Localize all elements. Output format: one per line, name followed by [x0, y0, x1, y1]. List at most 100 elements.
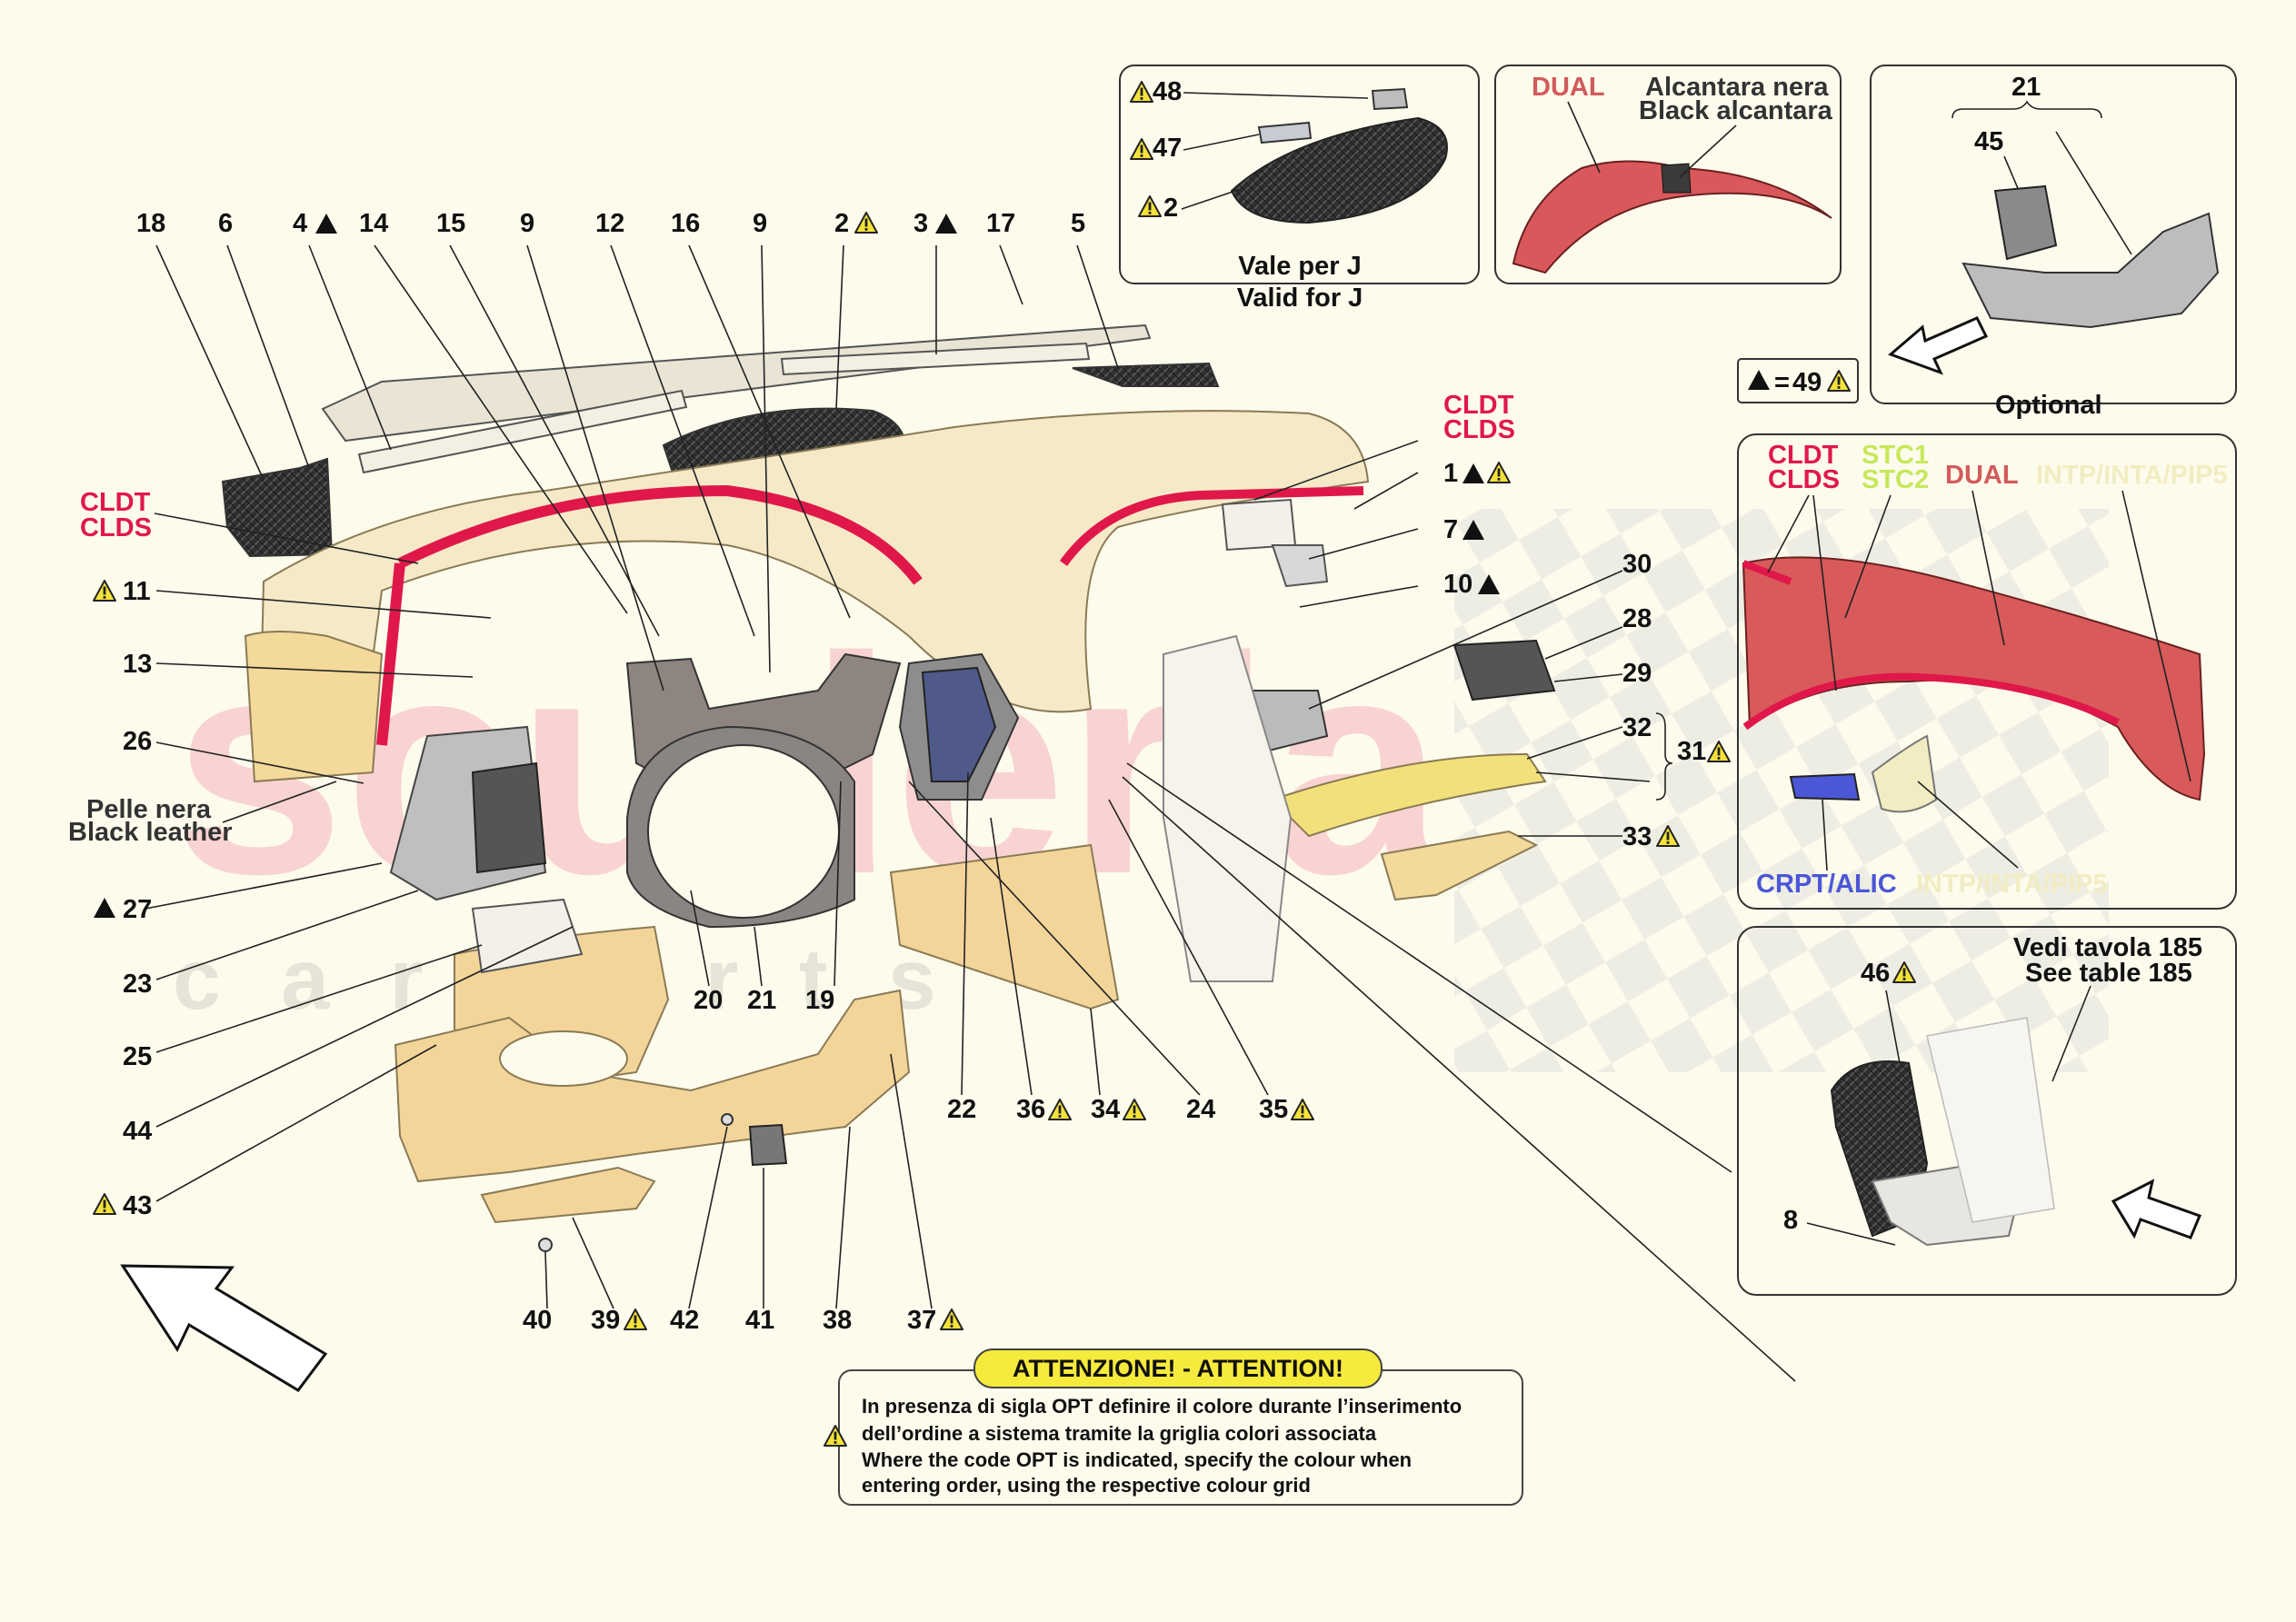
callout-24: 24 [1186, 1095, 1215, 1124]
inset-dual-en: Black alcantara [1639, 96, 1833, 125]
leather-it: Pelle nera [86, 795, 212, 824]
triangle-icon [1462, 463, 1484, 483]
callout-30: 30 [1622, 550, 1652, 579]
inset-dual-it: Alcantara nera [1645, 73, 1829, 102]
part-display-screen [921, 666, 997, 782]
callout-7: 7 [1443, 515, 1458, 544]
callout-28: 28 [1622, 604, 1652, 633]
part-red-trim-left-lower [376, 562, 405, 746]
inset-table-ghost-part [1926, 1017, 2055, 1223]
inset-colors-pale-part [1871, 734, 1938, 813]
inset-optional-part-21 [1962, 212, 2220, 329]
inset-colors-stc2: STC2 [1862, 465, 1929, 494]
part-dashboard-shell [257, 410, 1370, 775]
callout-22: 22 [947, 1095, 976, 1124]
callout-34: 34 [1091, 1095, 1120, 1124]
part-41-switch [748, 1123, 788, 1167]
inset-j-cover [1230, 116, 1448, 224]
warning-triangle-icon [1827, 370, 1851, 392]
callout-35: 35 [1259, 1095, 1288, 1124]
part-7-bracket [1271, 544, 1329, 588]
inset-table-en: See table 185 [2025, 959, 2192, 988]
callout-39: 39 [591, 1306, 620, 1335]
inset-optional-45: 45 [1974, 127, 2003, 156]
inset-j-47: 47 [1153, 134, 1182, 163]
callout-9a: 9 [520, 209, 534, 238]
warning-triangle-icon [1123, 1099, 1146, 1120]
callout-25: 25 [123, 1042, 152, 1071]
notice-title-pill [973, 1348, 1383, 1388]
part-4-trim [357, 389, 688, 474]
direction-arrow-icon [2111, 1179, 2201, 1239]
warning-triangle-icon [624, 1309, 647, 1330]
callout-27: 27 [123, 895, 152, 924]
inset-dual-alcantara-strip [1661, 163, 1692, 194]
warning-triangle-icon [1291, 1099, 1314, 1120]
inset-table-46: 46 [1861, 959, 1890, 988]
inset-optional-label: Optional [1995, 391, 2102, 420]
inset-valid-for-j: 48 47 2 Vale per J Valid for J [1119, 65, 1480, 313]
inset-optional-part-45 [1993, 184, 2058, 261]
callout-14: 14 [359, 209, 388, 238]
inset-optional-frame [1870, 65, 2237, 404]
notice-line-3: Where the code OPT is indicated, specify… [862, 1448, 1412, 1471]
part-cluster-opening [647, 744, 840, 919]
notice-line-1: In presenza di sigla OPT definire il col… [862, 1395, 1462, 1418]
part-35-frame [1163, 634, 1293, 982]
part-25-bracket [471, 898, 584, 974]
part-red-trim-left [397, 484, 923, 585]
warning-triangle-icon [1138, 195, 1162, 217]
callout-29: 29 [1622, 659, 1652, 688]
inset-dual-alcantara: DUAL Alcantara nera Black alcantara [1494, 65, 1842, 284]
callout-4: 4 [293, 209, 307, 238]
callout-40: 40 [523, 1306, 552, 1335]
callout-43: 43 [123, 1191, 152, 1220]
callout-32: 32 [1622, 713, 1652, 742]
inset-j-frame [1119, 65, 1480, 284]
part-red-trim-right [1059, 486, 1364, 566]
inset-table-it: Vedi tavola 185 [2013, 933, 2202, 962]
color-code-cldt-left: CLDT [80, 488, 151, 517]
part-40-screw [538, 1238, 553, 1252]
callout-10: 10 [1443, 570, 1472, 599]
callout-11: 11 [123, 577, 151, 606]
callout-31: 31 [1677, 737, 1706, 766]
part-5-speaker-cover [1072, 362, 1220, 387]
part-28-vent [1452, 639, 1556, 702]
callout-44: 44 [123, 1117, 152, 1146]
callout-21: 21 [747, 986, 776, 1015]
main-callouts: 18 6 4 14 15 9 12 16 9 2 3 17 5 CLDT CLD… [68, 209, 1731, 1335]
part-left-side-panel [244, 631, 384, 783]
color-code-clds-right: CLDS [1443, 415, 1515, 444]
color-code-cldt-right: CLDT [1443, 391, 1514, 420]
warning-triangle-icon [1130, 81, 1153, 103]
callout-26: 26 [123, 727, 152, 756]
callout-9b: 9 [753, 209, 767, 238]
part-42-screw [721, 1113, 734, 1126]
callout-6: 6 [218, 209, 233, 238]
part-3-trim [780, 342, 1091, 376]
warning-triangle-icon [1130, 138, 1153, 160]
color-code-clds-left: CLDS [80, 513, 152, 542]
warning-triangle-icon [940, 1309, 963, 1330]
warning-triangle-icon [854, 212, 878, 234]
part-1-bracket [1221, 498, 1297, 552]
inset-j-part-48 [1371, 87, 1409, 111]
legend-49-num: 49 [1792, 368, 1822, 397]
inset-colors-blue-part [1789, 772, 1861, 801]
callout-3: 3 [913, 209, 928, 238]
inset-colors-red-trim [1742, 672, 2120, 731]
callout-42: 42 [670, 1306, 699, 1335]
callout-23: 23 [123, 970, 152, 999]
callout-36: 36 [1016, 1095, 1045, 1124]
callout-41: 41 [745, 1306, 774, 1335]
inset-dual-panel [1512, 160, 1832, 274]
inset-j-part-47 [1257, 121, 1313, 144]
inset-colors-frame [1737, 433, 2237, 910]
callout-20: 20 [694, 986, 723, 1015]
callout-1: 1 [1443, 459, 1458, 488]
part-vent-grill [471, 761, 547, 874]
inset-optional-21: 21 [2011, 73, 2041, 102]
dashboard-parts [221, 323, 1556, 1252]
